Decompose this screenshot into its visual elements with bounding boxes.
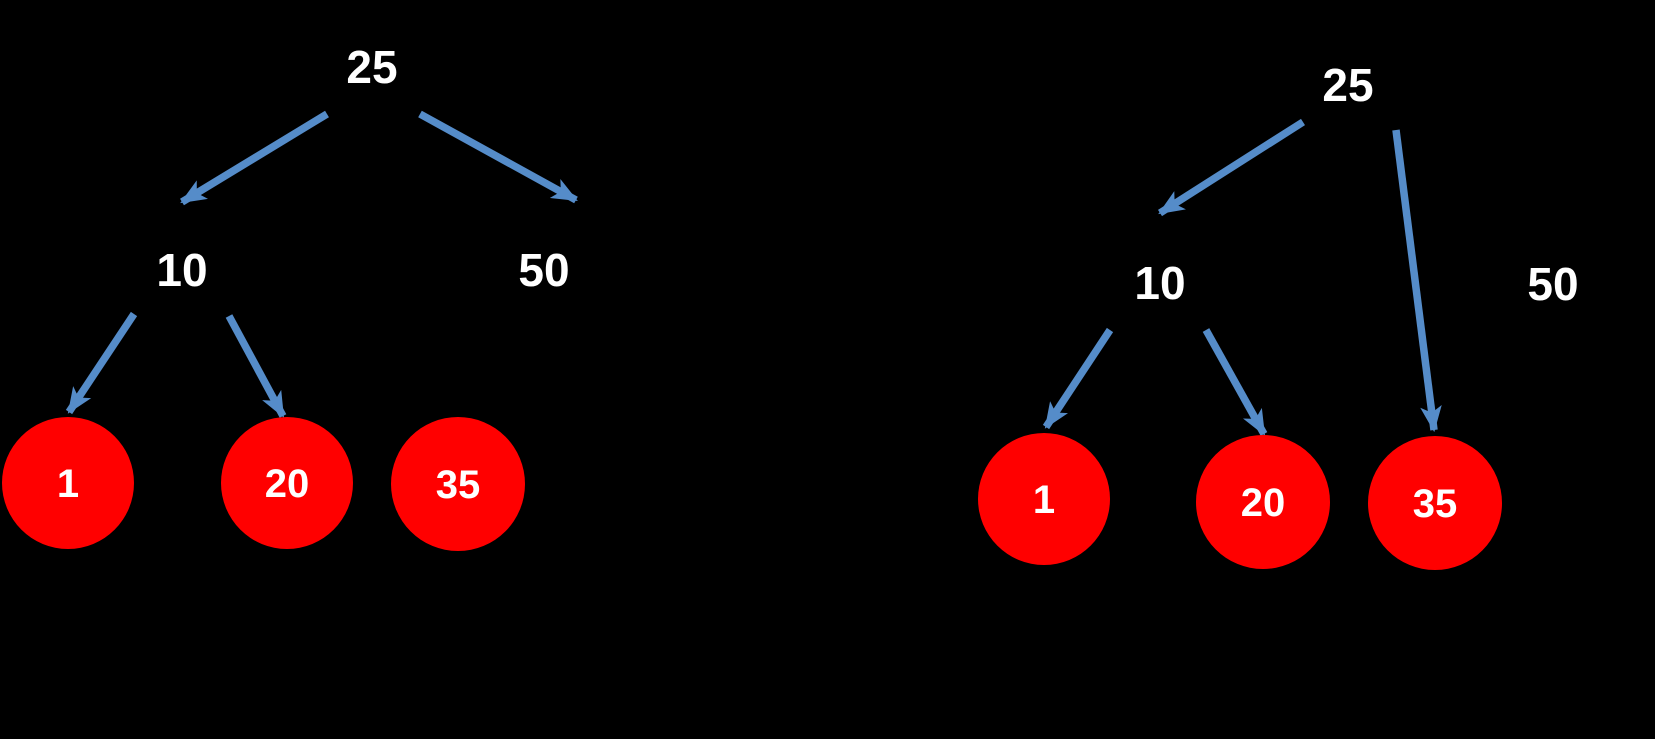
leaf-circle-35 — [1368, 436, 1502, 570]
edge-25-to-35 — [1392, 129, 1442, 433]
leaf-circle-label-1: 1 — [57, 462, 79, 506]
tree-node-label-50: 50 — [1527, 258, 1578, 310]
tree-node-label-25: 25 — [1322, 59, 1373, 111]
bst-tree-left: 25 10 50 1 20 35 — [2, 41, 578, 551]
edge-10-to-20 — [225, 314, 287, 418]
edge-10-to-1 — [65, 311, 138, 415]
leaf-node-1: 1 — [978, 433, 1110, 565]
leaf-circle-1 — [978, 433, 1110, 565]
leaf-circle-20 — [1196, 435, 1330, 569]
edge-25-to-10 — [180, 110, 329, 206]
tree-node-label-10: 10 — [156, 244, 207, 296]
leaf-node-20: 20 — [1196, 435, 1330, 569]
tree-node-label-10: 10 — [1134, 257, 1185, 309]
leaf-node-35: 35 — [391, 417, 525, 551]
leaf-node-20: 20 — [221, 417, 353, 549]
leaf-circle-20 — [221, 417, 353, 549]
edge-10-to-1 — [1042, 327, 1114, 430]
leaf-node-1: 1 — [2, 417, 134, 549]
leaf-circle-35 — [391, 417, 525, 551]
edge-25-to-10 — [1157, 118, 1306, 217]
leaf-circle-1 — [2, 417, 134, 549]
edge-10-to-20 — [1202, 328, 1268, 436]
edge-25-to-50 — [418, 110, 578, 204]
leaf-circle-label-20: 20 — [1241, 481, 1286, 525]
leaf-circle-label-35: 35 — [1413, 482, 1458, 526]
leaf-circle-label-20: 20 — [265, 462, 310, 506]
tree-node-label-50: 50 — [518, 244, 569, 296]
leaf-circle-label-35: 35 — [436, 463, 481, 507]
tree-node-label-25: 25 — [346, 41, 397, 93]
bst-tree-right: 25 10 50 1 20 35 — [978, 59, 1579, 570]
leaf-node-35: 35 — [1368, 436, 1502, 570]
leaf-circle-label-1: 1 — [1033, 478, 1055, 522]
